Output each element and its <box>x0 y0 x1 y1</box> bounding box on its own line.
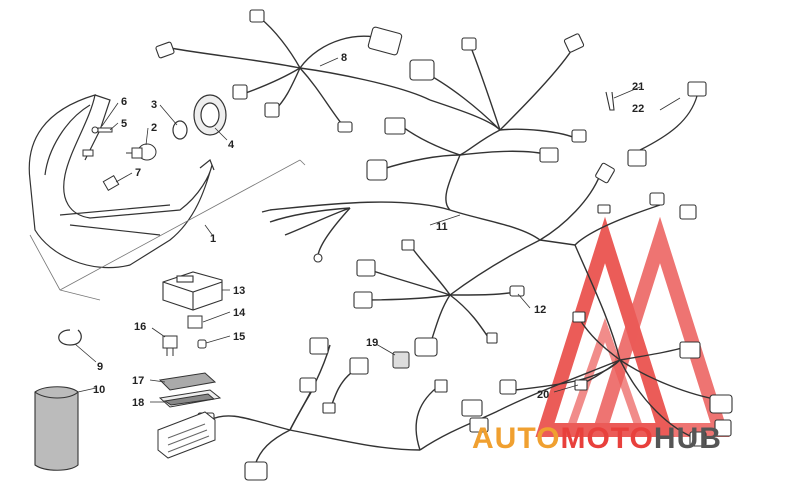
part-label-20: 20 <box>537 389 549 401</box>
screw <box>82 126 113 157</box>
part-label-6: 6 <box>121 96 127 108</box>
part-label-14: 14 <box>233 307 246 319</box>
part-label-11: 11 <box>436 221 448 233</box>
part-label-17: 17 <box>132 375 144 387</box>
part-label-18: 18 <box>132 397 144 409</box>
fuse-block <box>157 411 216 459</box>
part-numbers: 1 2 3 4 5 6 7 8 9 10 11 12 13 14 15 16 1… <box>93 52 644 409</box>
part-label-16: 16 <box>134 321 146 333</box>
rubber-cap <box>193 94 227 136</box>
part-label-21: 21 <box>632 81 644 93</box>
bulb <box>126 143 157 161</box>
assembly-outline <box>29 159 306 301</box>
protective-sleeve <box>34 386 79 471</box>
clip-21 <box>605 91 615 111</box>
watermark-logo <box>535 216 730 437</box>
connector-19 <box>392 351 410 369</box>
part-label-22: 22 <box>632 103 644 115</box>
part-label-13: 13 <box>233 285 245 297</box>
watermark-text: AUTOMOTOHUB <box>472 422 722 455</box>
part-label-12: 12 <box>534 304 546 316</box>
headlight-assembly <box>28 94 215 269</box>
watermark-moto: MOTO <box>560 422 653 455</box>
part-label-19: 19 <box>366 337 378 349</box>
clamp-ring <box>58 329 82 346</box>
bulb-holder <box>102 174 120 192</box>
part-label-3: 3 <box>151 99 157 111</box>
part-label-8: 8 <box>341 52 347 64</box>
fuse-box <box>162 271 223 311</box>
part-label-15: 15 <box>233 331 245 343</box>
svg-text:AUTOMOTOHUB: AUTOMOTOHUB <box>472 422 722 455</box>
watermark-hub: HUB <box>654 422 722 455</box>
part-label-5: 5 <box>121 118 127 130</box>
part-label-9: 9 <box>97 361 103 373</box>
part-label-2: 2 <box>151 122 157 134</box>
watermark-auto: AUTO <box>472 422 560 455</box>
part-label-4: 4 <box>228 139 235 151</box>
relay <box>162 315 207 356</box>
clip-ring <box>172 120 188 140</box>
connectors <box>155 9 733 481</box>
part-label-1: 1 <box>210 233 216 245</box>
foam-pad <box>158 372 222 408</box>
cable-22 <box>639 95 698 151</box>
leader-lines <box>74 57 681 403</box>
part-label-10: 10 <box>93 384 105 396</box>
part-label-7: 7 <box>135 167 141 179</box>
